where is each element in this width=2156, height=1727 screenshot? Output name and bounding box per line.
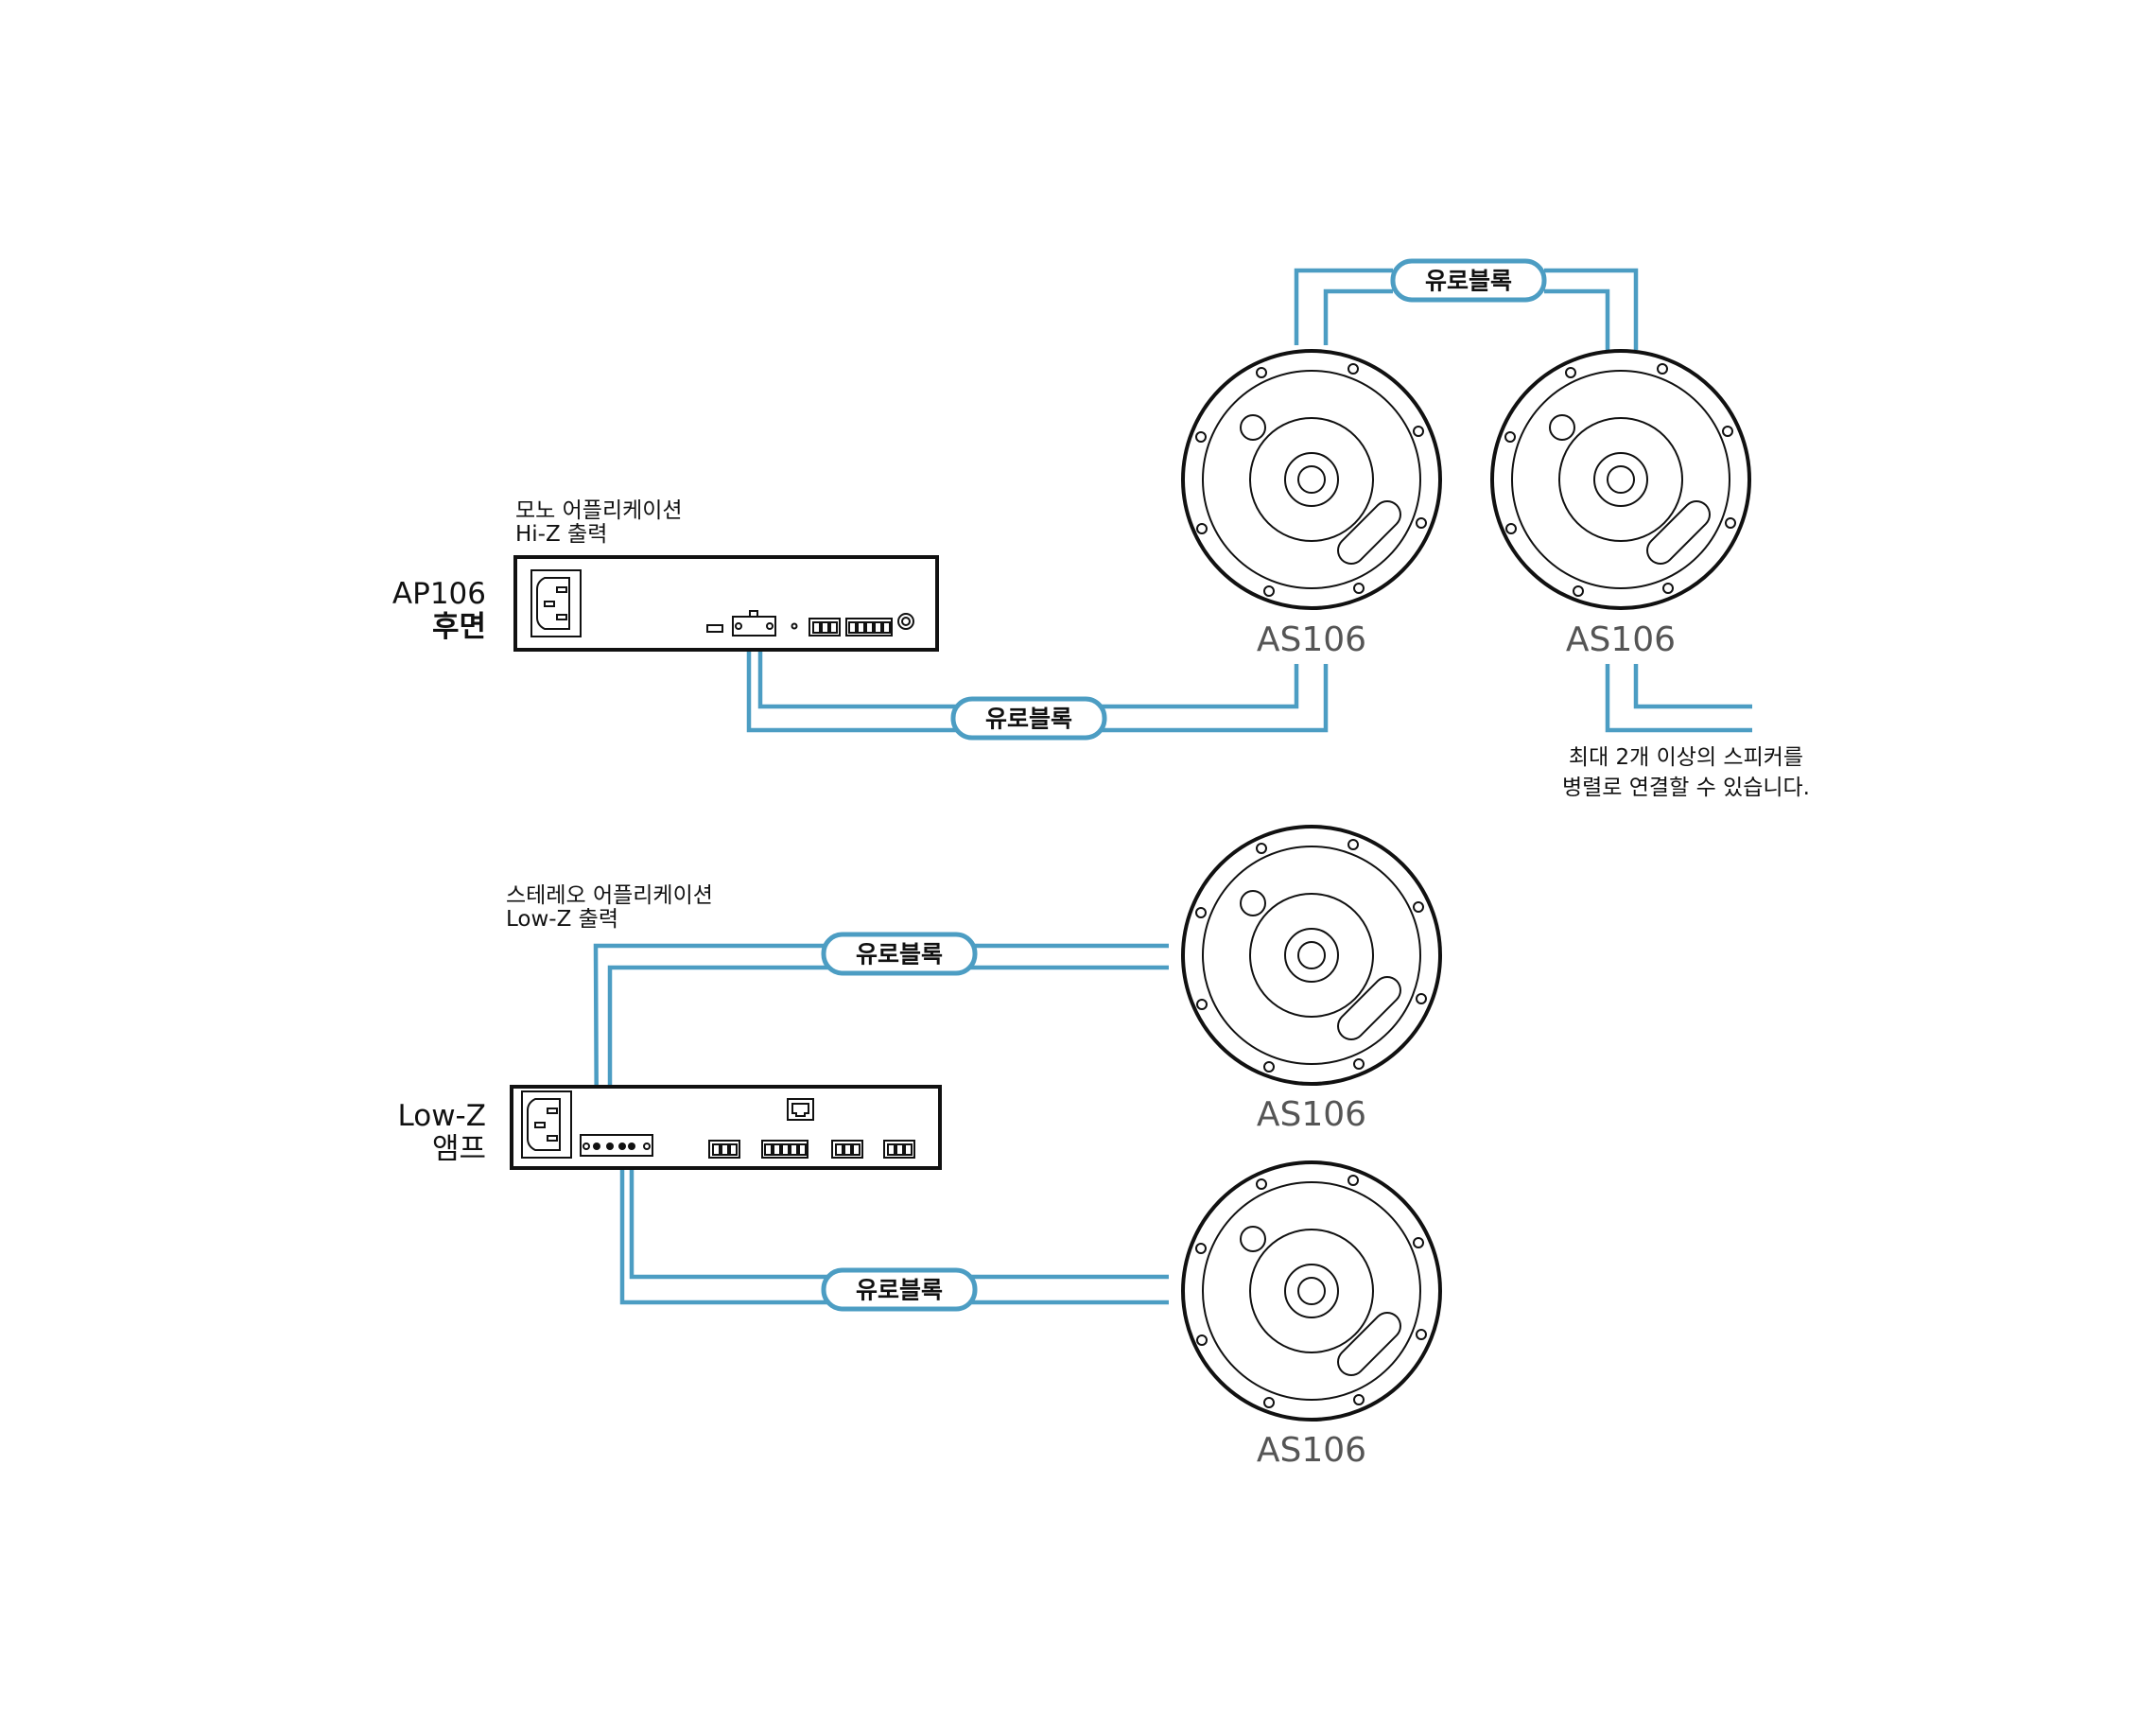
euroblock-label: 유로블록 [985, 706, 1072, 733]
euroblock-connector-top: 유로블록 [1390, 258, 1547, 303]
lowz-amp-sub-label: 앰프 [432, 1132, 486, 1166]
speaker-2: AS106 [1492, 351, 1749, 659]
speaker-3: AS106 [1183, 827, 1440, 1134]
speaker-4: AS106 [1183, 1162, 1440, 1470]
wire-speaker1-to-speaker2 [1294, 268, 1639, 350]
wire-speaker2-parallel-out [1605, 664, 1752, 733]
mono-caption-line1: 모노 어플리케이션 [515, 498, 683, 523]
euroblock-output-port [732, 610, 776, 637]
ceiling-speaker-icon [1183, 351, 1440, 608]
parallel-note-line2: 병렬로 연결할 수 있습니다. [1562, 776, 1810, 800]
euroblock-speaker-output-port [580, 1134, 653, 1157]
euroblock-label: 유로블록 [856, 1277, 943, 1304]
euroblock-connector-mid: 유로블록 [950, 696, 1107, 741]
stereo-caption-line1: 스테레오 어플리케이션 [506, 883, 713, 908]
rca-jack-icon [897, 613, 914, 630]
parallel-note-line1: 최대 2개 이상의 스피커를 [1569, 745, 1803, 770]
euroblock-connector-stereo-top: 유로블록 [821, 932, 978, 976]
ceiling-speaker-icon [1183, 1162, 1440, 1420]
euroblock-connector-stereo-bottom: 유로블록 [821, 1267, 978, 1312]
speaker-label: AS106 [1566, 620, 1676, 659]
ap106-label: AP106 [392, 577, 486, 611]
speaker-label: AS106 [1257, 620, 1366, 659]
switch-icon [706, 624, 723, 633]
ap106-rear-panel [513, 555, 939, 652]
speaker-label: AS106 [1257, 1095, 1366, 1134]
ethernet-port-icon [787, 1098, 814, 1121]
wire-amp-to-speaker4 [619, 1154, 1169, 1305]
lowz-amp-rear-panel [510, 1085, 942, 1170]
ap106-sub-label: 후면 [432, 610, 486, 644]
stereo-caption-line2: Low-Z 출력 [506, 907, 618, 932]
mono-caption-line2: Hi-Z 출력 [515, 522, 607, 547]
euroblock-label: 유로블록 [1425, 268, 1512, 295]
speaker-1: AS106 [1183, 351, 1440, 659]
euroblock-label: 유로블록 [856, 941, 943, 968]
speaker-label: AS106 [1257, 1431, 1366, 1470]
ceiling-speaker-icon [1183, 827, 1440, 1084]
lowz-amp-label: Low-Z [398, 1099, 486, 1133]
led-icon [791, 622, 798, 630]
ceiling-speaker-icon [1492, 351, 1749, 608]
